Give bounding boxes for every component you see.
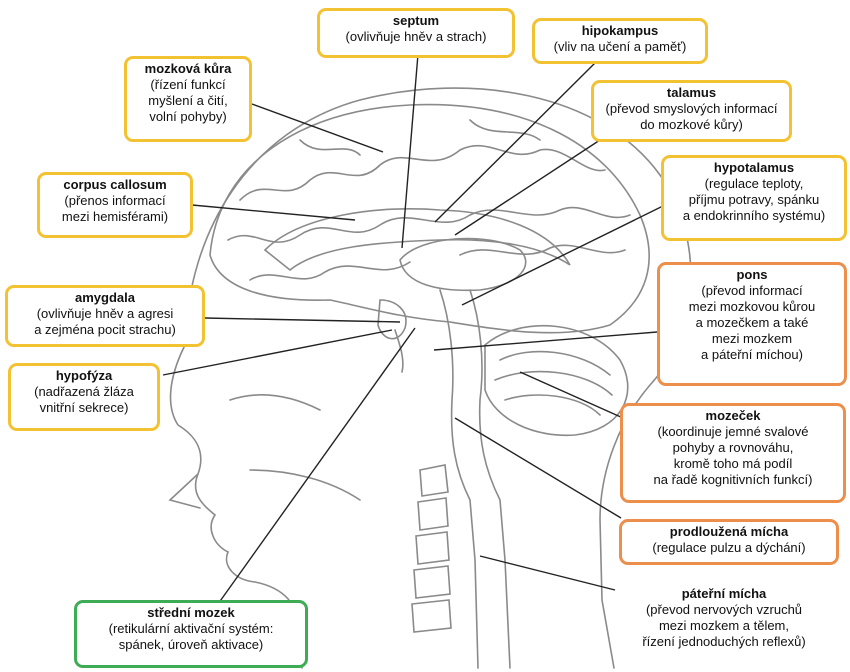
paterni-micha-desc-1: (převod nervových vzruchů [645, 602, 803, 617]
nose-detail [168, 473, 201, 509]
leader-stredni-mozek [217, 327, 416, 605]
hypofyza-title: hypofýza [55, 368, 113, 383]
mozecek-desc-4: na řadě kognitivních funkcí) [653, 472, 813, 487]
face-profile [169, 344, 303, 669]
leader-talamus [454, 139, 601, 236]
label-talamus: talamus (převod smyslových informací do … [591, 80, 792, 142]
hypofyza-desc-2: vnitřní sekrece) [39, 400, 129, 415]
leader-septum [401, 53, 419, 249]
label-amygdala: amygdala (ovlivňuje hněv a agresi a zejm… [5, 285, 205, 347]
leader-hipokampus [434, 61, 597, 223]
mozecek-desc-3: kromě toho má podíl [673, 456, 793, 471]
leader-hypotalamus [461, 204, 666, 306]
pons-desc-4: mezi mozkem [711, 331, 793, 346]
stredni-mozek-desc-1: (retikulární aktivační systém: [108, 621, 274, 636]
amygdala-title: amygdala [75, 290, 135, 305]
hypofyza-desc-1: (nadřazená žláza [34, 384, 134, 399]
mozkova-kura-desc-2: myšlení a čití, [148, 93, 228, 108]
leader-corpus-callosum [191, 204, 356, 221]
leader-amygdala [204, 317, 401, 323]
stredni-mozek-title: střední mozek [147, 605, 235, 620]
talamus-title: talamus [666, 85, 717, 100]
mozecek-title: mozeček [705, 408, 761, 423]
hypotalamus-desc-1: (regulace teploty, [704, 176, 804, 191]
label-mozecek: mozeček (koordinuje jemné svalové pohyby… [620, 403, 846, 503]
talamus-desc-2: do mozkové kůry) [640, 117, 743, 132]
leader-paterni-micha [479, 555, 616, 591]
thalamus-shape [399, 237, 527, 292]
label-mozkova-kura: mozková kůra (řízení funkcí myšlení a či… [124, 56, 252, 142]
mozecek-desc-1: (koordinuje jemné svalové [657, 424, 809, 439]
mozkova-kura-title: mozková kůra [144, 61, 232, 76]
label-corpus-callosum: corpus callosum (přenos informací mezi h… [37, 172, 193, 238]
pons-desc-5: a páteřní míchou) [701, 347, 803, 362]
leader-mozecek [519, 371, 624, 419]
brainstem-shape [439, 289, 479, 669]
mozecek-desc-2: pohyby a rovnováhu, [672, 440, 794, 455]
amygdala-desc-1: (ovlivňuje hněv a agresi [36, 306, 174, 321]
paterni-micha-title: páteřní mícha [681, 586, 767, 601]
label-stredni-mozek: střední mozek (retikulární aktivační sys… [74, 600, 308, 668]
mozkova-kura-desc-1: (řízení funkcí [150, 77, 226, 92]
amygdala-desc-2: a zejména pocit strachu) [34, 322, 176, 337]
label-hipokampus: hipokampus (vliv na učení a paměť) [532, 18, 708, 64]
corpus-callosum-desc-1: (přenos informací [64, 193, 166, 208]
pons-title: pons [736, 267, 768, 282]
paterni-micha-desc-2: mezi mozkem a tělem, [658, 618, 790, 633]
stredni-mozek-desc-2: spánek, úroveň aktivace) [118, 637, 264, 652]
hypotalamus-desc-2: příjmu potravy, spánku [688, 192, 820, 207]
label-pons: pons (převod informací mezi mozkovou kůr… [657, 262, 847, 386]
cerebellum-shape [484, 325, 629, 437]
leader-hypofyza [162, 329, 393, 376]
label-hypofyza: hypofýza (nadřazená žláza vnitřní sekrec… [8, 363, 160, 431]
corpus-callosum-title: corpus callosum [63, 177, 167, 192]
leader-pons [433, 331, 658, 351]
label-septum: septum (ovlivňuje hněv a strach) [317, 8, 515, 58]
paterni-micha-desc-3: řízení jednoduchých reflexů) [642, 634, 806, 649]
mozkova-kura-desc-3: volní pohyby) [149, 109, 227, 124]
hipokampus-desc: (vliv na učení a paměť) [553, 39, 687, 54]
label-hypotalamus: hypotalamus (regulace teploty, příjmu po… [661, 155, 847, 241]
pons-desc-2: mezi mozkovou kůrou [688, 299, 816, 314]
pons-desc-1: (převod informací [701, 283, 803, 298]
talamus-desc-1: (převod smyslových informací [605, 101, 778, 116]
prodlouzena-micha-desc: (regulace pulzu a dýchání) [652, 540, 806, 555]
hypotalamus-desc-3: a endokrinního systému) [682, 208, 826, 223]
corpus-callosum-desc-2: mezi hemisférami) [61, 209, 169, 224]
label-prodlouzena-micha: prodloužená mícha (regulace pulzu a dých… [619, 519, 839, 565]
prodlouzena-micha-title: prodloužená mícha [669, 524, 789, 539]
label-paterni-micha: páteřní mícha (převod nervových vzruchů … [600, 586, 848, 650]
hypotalamus-title: hypotalamus [713, 160, 795, 175]
leader-prodlouzena-micha [454, 417, 622, 519]
septum-title: septum [392, 13, 440, 28]
hipokampus-title: hipokampus [581, 23, 659, 38]
septum-desc: (ovlivňuje hněv a strach) [345, 29, 487, 44]
corpus-callosum-shape [263, 208, 571, 272]
leader-mozkova-kura [251, 103, 384, 153]
brain-outline [209, 103, 650, 334]
pons-desc-3: a mozečkem a také [695, 315, 809, 330]
